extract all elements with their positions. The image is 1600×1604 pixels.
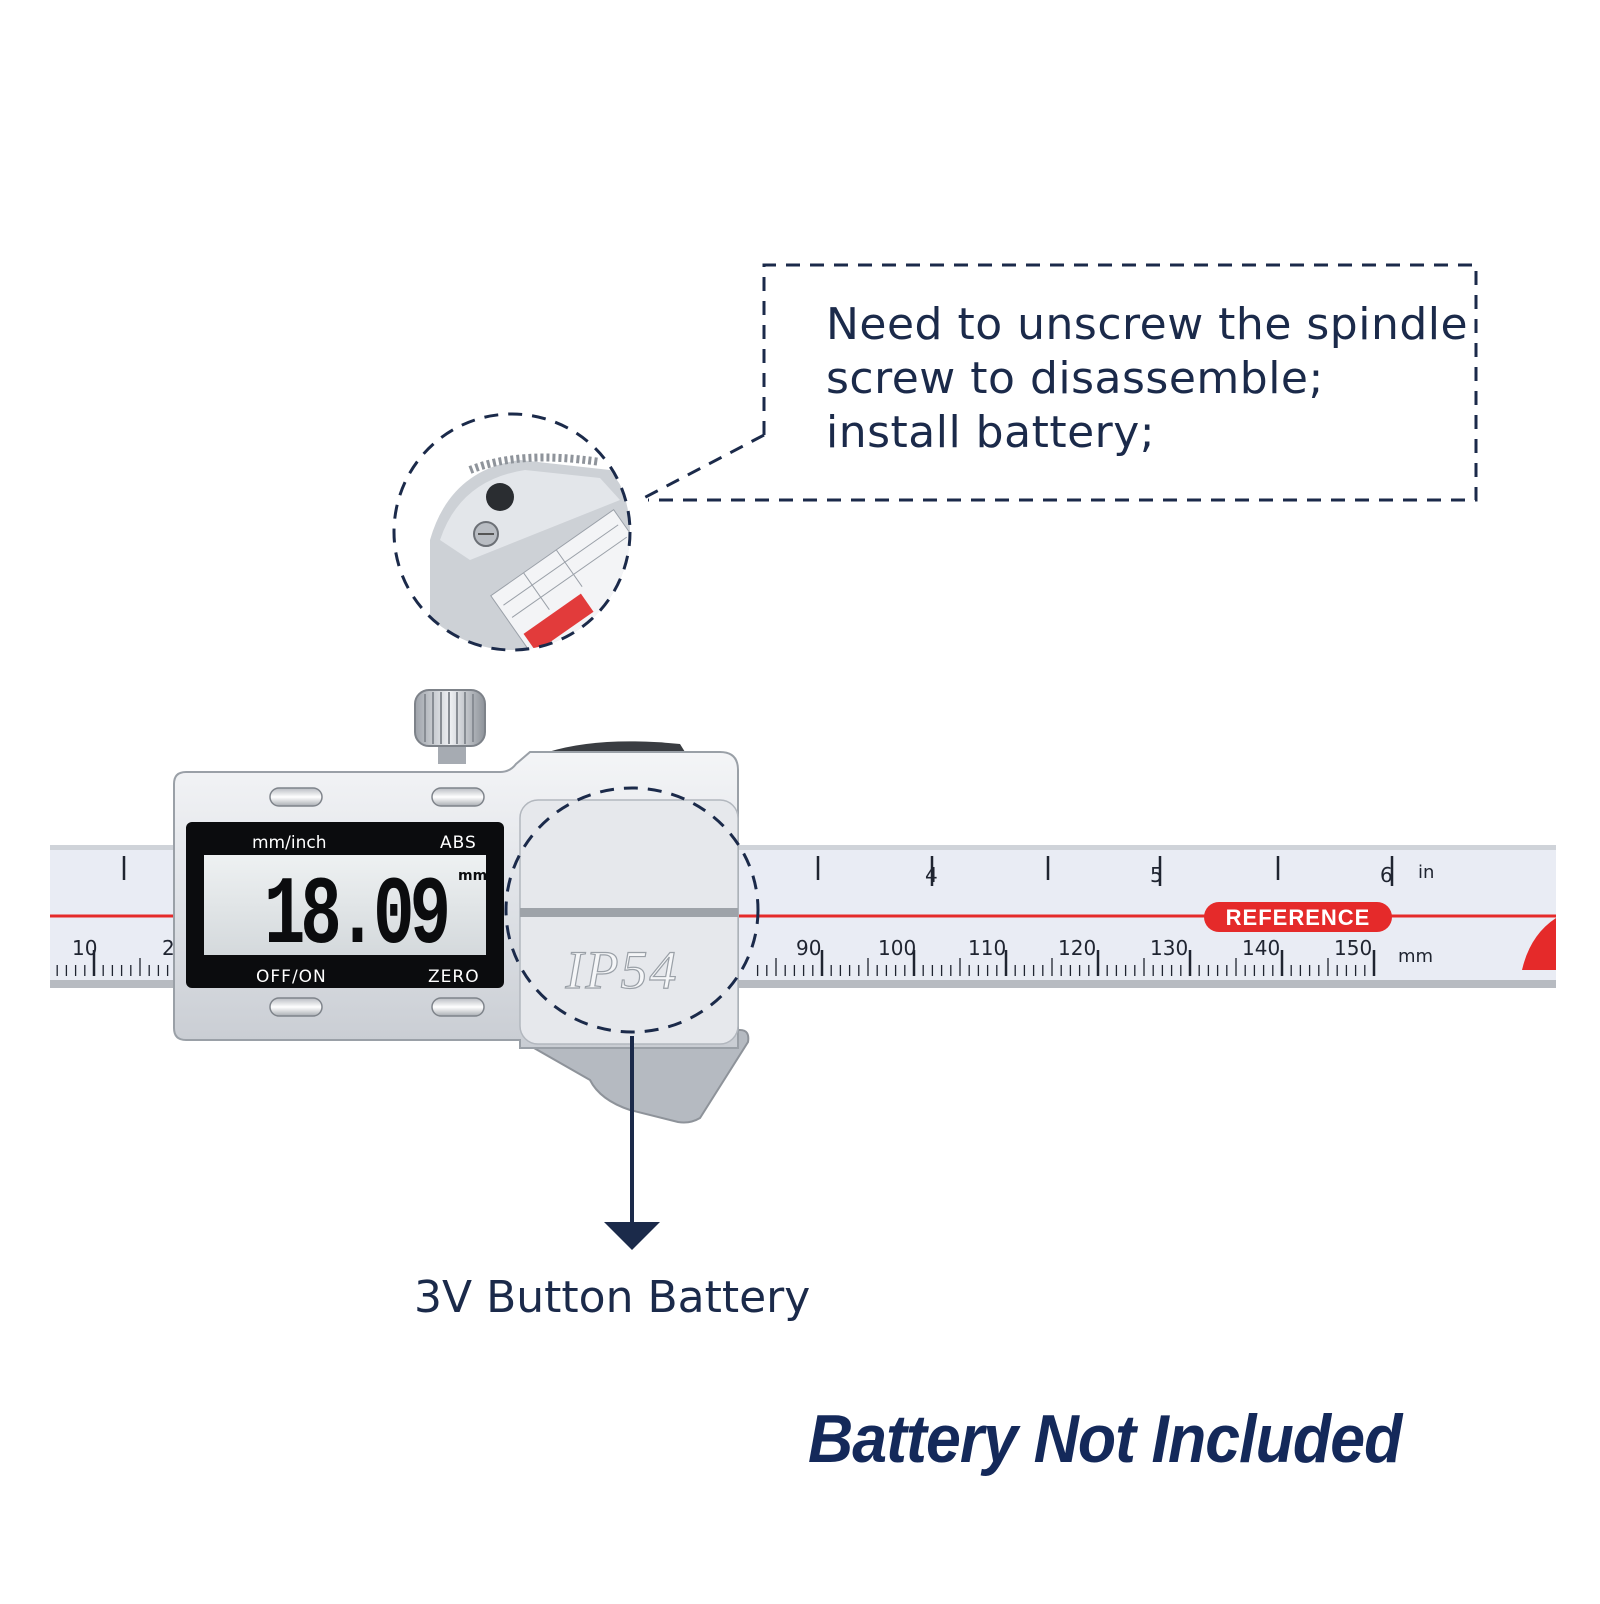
lcd-label-abs: ABS <box>440 833 477 853</box>
inch-unit: in <box>1418 862 1434 883</box>
lcd-reading: 18.09 <box>264 863 447 972</box>
callout-box <box>639 263 1478 502</box>
mm-label-110: 110 <box>968 936 1006 960</box>
inch-label-4: 4 <box>925 863 938 887</box>
battery-type-label: 3V Button Battery <box>414 1272 811 1323</box>
caliper-body: mm/inch ABS OFF/ON ZERO 18.09 mm IP54 <box>173 689 750 1124</box>
lcd-screen <box>204 855 486 955</box>
lcd-unit: mm <box>458 868 487 884</box>
mm-label-10: 10 <box>72 936 97 960</box>
lcd-label-mm-inch: mm/inch <box>252 833 326 853</box>
reference-label: REFERENCE <box>1226 905 1371 930</box>
zero-button[interactable] <box>431 997 485 1017</box>
mm-label-120: 120 <box>1058 936 1096 960</box>
mm-label-150: 150 <box>1334 936 1372 960</box>
lcd-label-off-on: OFF/ON <box>256 967 327 987</box>
off-on-button[interactable] <box>269 997 323 1017</box>
inch-label-6: 6 <box>1380 863 1393 887</box>
mm-label-90: 90 <box>796 936 821 960</box>
callout-line-3: install battery; <box>826 407 1156 458</box>
callout-text: Need to unscrew the spindle screw to dis… <box>826 298 1469 460</box>
zoom-detail <box>392 412 632 652</box>
mm-label-140: 140 <box>1242 936 1280 960</box>
mm-label-2: 2 <box>162 936 175 960</box>
battery-cover-highlight <box>504 786 760 1034</box>
callout-line-1: Need to unscrew the spindle <box>826 299 1469 350</box>
reference-badge <box>1204 902 1392 932</box>
mm-label-100: 100 <box>878 936 916 960</box>
battery-notice-title: Battery Not Included <box>808 1401 1402 1477</box>
mm-unit: mm <box>1398 946 1433 967</box>
callout-line-2: screw to disassemble; <box>826 353 1324 404</box>
battery-arrow <box>604 1036 660 1250</box>
inch-scale <box>122 856 1394 886</box>
mount-slot-top-left <box>269 787 323 807</box>
mm-scale <box>56 950 1376 976</box>
mount-slot-top-right <box>431 787 485 807</box>
lcd-label-zero: ZERO <box>428 967 480 987</box>
inch-label-5: 5 <box>1150 863 1163 887</box>
mm-label-130: 130 <box>1150 936 1188 960</box>
ip-rating-engraving: IP54 <box>565 940 679 1000</box>
